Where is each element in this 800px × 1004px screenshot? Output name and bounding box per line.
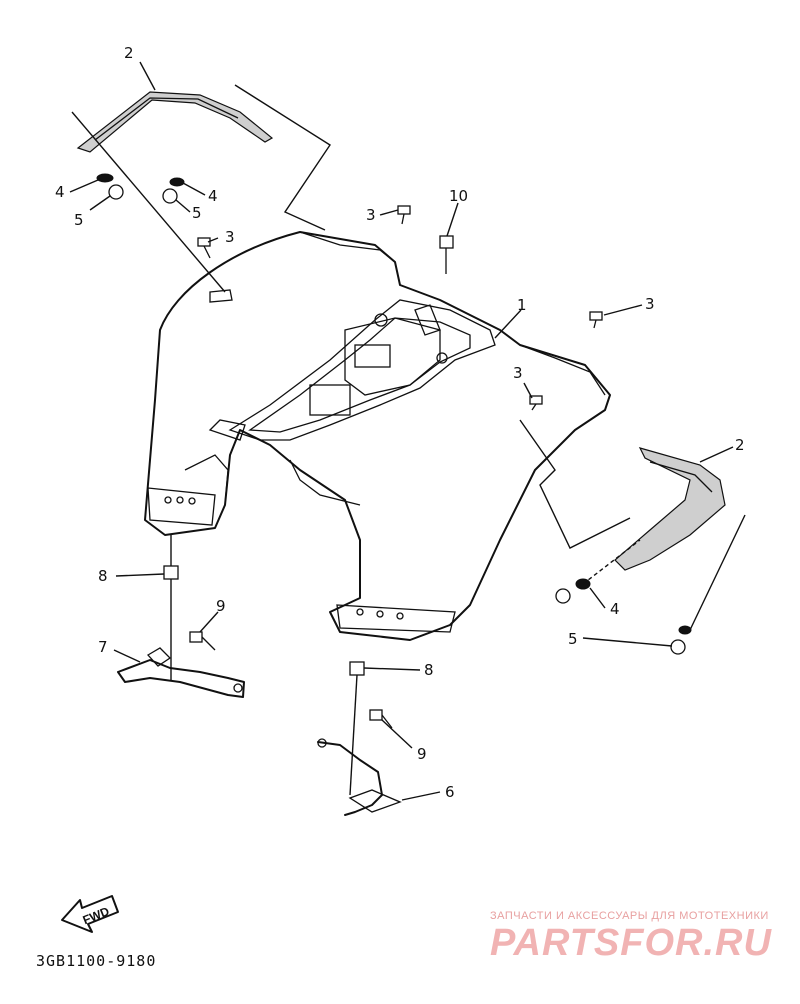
stay-7 bbox=[117, 647, 245, 698]
nut-5c bbox=[555, 588, 571, 604]
callout-4-center: 4 bbox=[208, 187, 218, 205]
callout-1: 1 bbox=[517, 296, 527, 314]
callout-7: 7 bbox=[98, 638, 108, 656]
callout-3-center: 3 bbox=[366, 206, 376, 224]
nut-5a bbox=[108, 184, 124, 200]
callout-9-left: 9 bbox=[216, 597, 226, 615]
mud-flap-right bbox=[614, 447, 726, 571]
screw-3c bbox=[589, 311, 603, 329]
callout-4-right: 4 bbox=[610, 600, 620, 618]
leader-lines bbox=[69, 61, 746, 801]
collar-8b bbox=[349, 661, 365, 676]
callout-5-left: 5 bbox=[74, 211, 84, 229]
callout-8-left: 8 bbox=[98, 567, 108, 585]
washer-4d bbox=[678, 625, 692, 635]
screw-3a bbox=[197, 237, 211, 259]
stay-6 bbox=[317, 738, 402, 816]
nut-5d bbox=[670, 639, 686, 655]
callout-9-right: 9 bbox=[417, 745, 427, 763]
watermark-tagline: ЗАПЧАСТИ И АКСЕССУАРЫ ДЛЯ МОТОТЕХНИКИ bbox=[490, 910, 769, 922]
bolt-9a bbox=[189, 631, 216, 651]
bolt-9b bbox=[369, 709, 393, 729]
callout-2-left: 2 bbox=[124, 44, 134, 62]
callout-6: 6 bbox=[445, 783, 455, 801]
callout-labels: 1 2 2 3 3 3 3 4 4 4 5 5 5 6 7 8 8 9 9 10 bbox=[55, 44, 745, 801]
callout-8-right: 8 bbox=[424, 661, 434, 679]
fwd-arrow: FWD bbox=[61, 895, 119, 933]
callout-5-center: 5 bbox=[192, 204, 202, 222]
callout-4-left: 4 bbox=[55, 183, 65, 201]
callout-10: 10 bbox=[449, 187, 468, 205]
collar-8a bbox=[163, 565, 179, 580]
callout-3-right: 3 bbox=[645, 295, 655, 313]
screw-3d bbox=[529, 395, 543, 411]
callout-5-right: 5 bbox=[568, 630, 578, 648]
bolt-10 bbox=[439, 235, 454, 274]
screw-3b bbox=[397, 205, 411, 225]
front-fender bbox=[144, 231, 611, 641]
callout-2-right: 2 bbox=[735, 436, 745, 454]
washer-4a bbox=[96, 173, 114, 183]
diagram-code: 3GB1100-9180 bbox=[36, 952, 157, 970]
callout-3-left: 3 bbox=[225, 228, 235, 246]
mud-flap-left bbox=[76, 91, 274, 153]
callout-3-mid: 3 bbox=[513, 364, 523, 382]
watermark-logo: PARTSFOR.RU bbox=[490, 922, 772, 964]
nut-5b bbox=[162, 188, 178, 204]
washer-4b bbox=[169, 177, 185, 187]
